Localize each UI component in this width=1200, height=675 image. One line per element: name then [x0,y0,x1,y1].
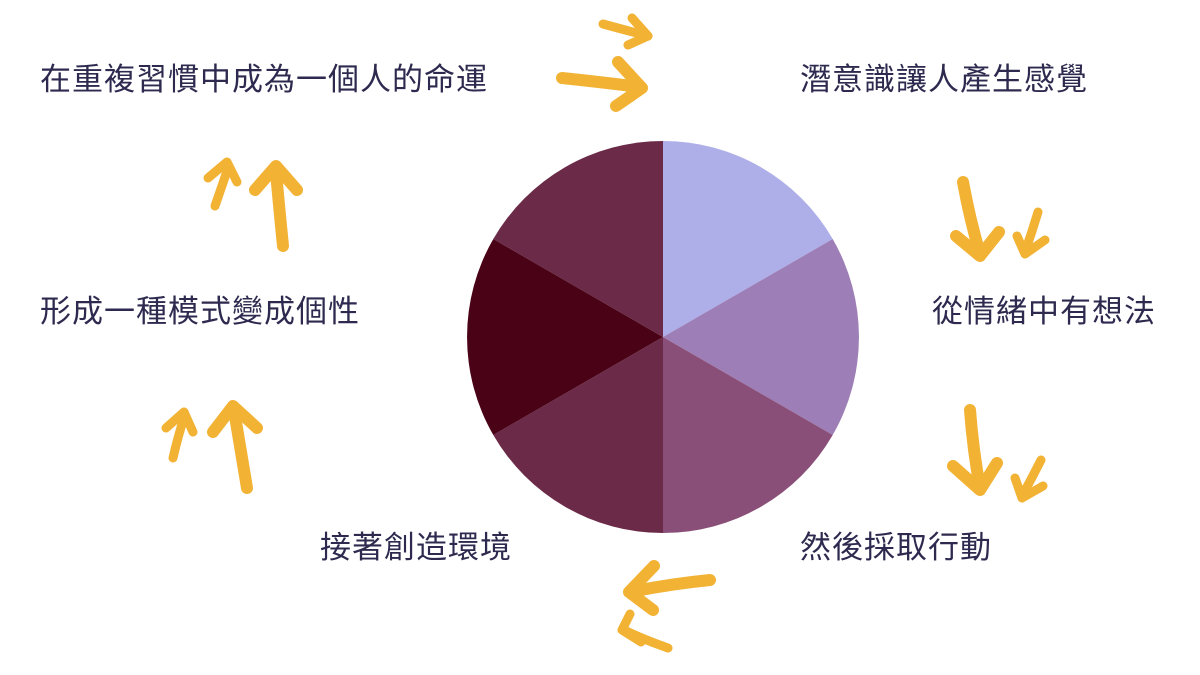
pie [467,141,859,533]
pie-segment-bottom-left [493,337,663,533]
pie-segment-top-right [663,141,833,337]
step-label-feeling: 潛意識讓人產生感覺 [800,62,1088,98]
step-label-thought: 從情緒中有想法 [932,294,1156,330]
step-label-action: 然後採取行動 [800,530,992,566]
up-arrow-icon [161,400,263,494]
right-arrow-icon [556,13,653,112]
step-label-environment: 接著創造環境 [320,530,512,566]
down-arrow-icon [950,176,1050,262]
left-arrow-icon [617,560,716,653]
pie-segment-left [467,239,663,435]
down-arrow-icon [947,404,1048,503]
pie-segment-bottom-right [663,337,833,533]
pie-segment-right [663,239,859,435]
step-label-personality: 形成一種模式變成個性 [40,294,360,330]
up-arrow-icon [203,157,303,252]
step-label-destiny: 在重複習慣中成為一個人的命運 [40,62,488,98]
pie-segment-top-left [493,141,663,337]
